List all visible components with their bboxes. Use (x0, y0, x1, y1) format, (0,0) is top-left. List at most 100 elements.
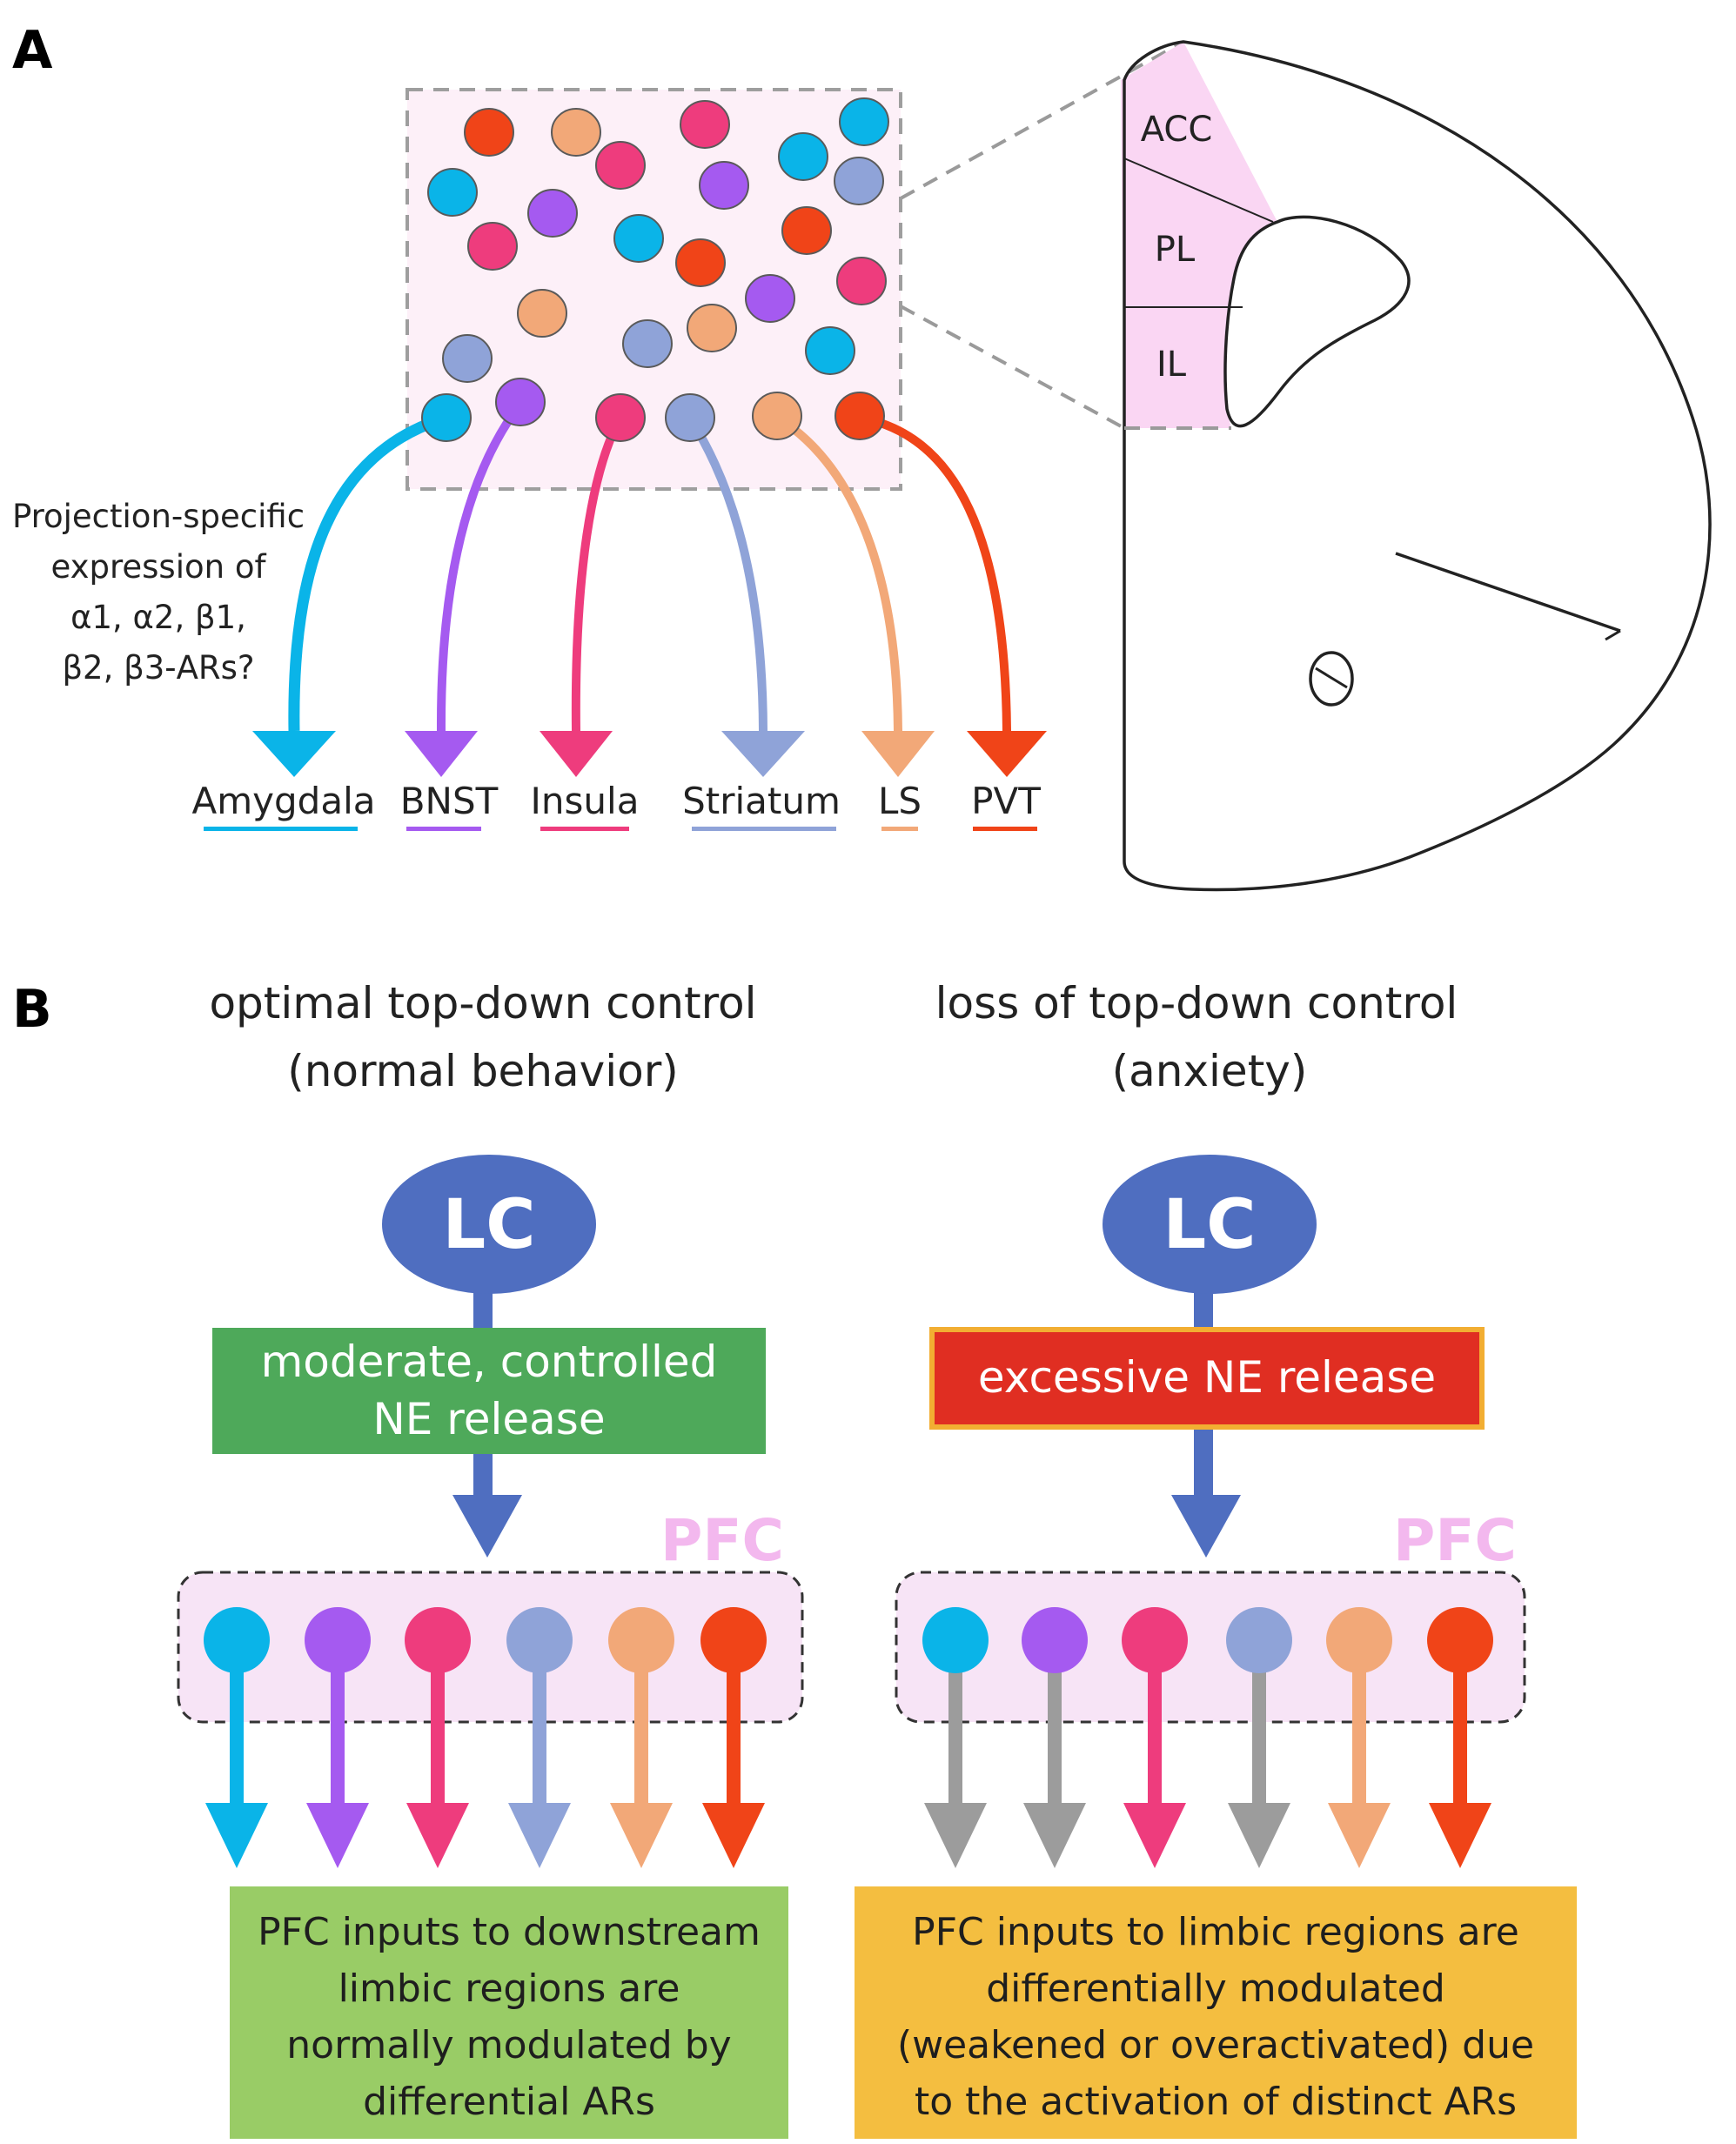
cc-line-2 (1605, 629, 1621, 641)
brain-section: ACC PL IL (1121, 40, 1712, 892)
normal-lc-node (382, 1155, 596, 1294)
target-label-striatum: Striatum (682, 780, 841, 822)
ventricle (1223, 215, 1411, 428)
region-label-acc: ACC (1141, 110, 1213, 150)
pfc-neuron-insula (405, 1607, 471, 1673)
projection-axon-insula (431, 1645, 445, 1806)
projection-axon-ls (1352, 1645, 1366, 1806)
projection-curve-insula (571, 415, 625, 732)
pfc-neuron-pvt (700, 1607, 767, 1673)
neuron (613, 214, 664, 263)
brain-outline (1123, 40, 1712, 892)
projection-arrowhead-ls (1328, 1803, 1391, 1868)
neuron (467, 222, 518, 271)
neuron-amygdala (421, 393, 472, 442)
normal-title-line-1: optimal top-down control (209, 978, 756, 1028)
neuron-striatum (665, 393, 715, 442)
pfc-neuron-pvt (1427, 1607, 1493, 1673)
target-label-insula: Insula (531, 780, 640, 822)
projection-curve-striatum (686, 415, 767, 732)
neuron (464, 108, 514, 157)
neuron (778, 132, 828, 181)
acc-pl-border (1123, 157, 1274, 223)
neuron-pvt (834, 392, 885, 440)
projection-axon-amygdala (948, 1645, 962, 1806)
projection-arrowhead-striatum (508, 1803, 571, 1868)
projection-axon-bnst (1048, 1645, 1062, 1806)
ar-question: Projection-specific expression of α1, α2… (12, 498, 305, 687)
normal-down-arrow-head (452, 1495, 522, 1558)
panel-b-letter: B (12, 979, 52, 1040)
neuron-insula (595, 393, 646, 442)
pfc-neuron-bnst (1022, 1607, 1088, 1673)
normal-title-line-2: (normal behavior) (287, 1046, 679, 1096)
normal-outcome-box (230, 1886, 788, 2139)
anterior-commissure (1309, 651, 1354, 707)
projection-axon-pvt (727, 1645, 741, 1806)
projection-axon-striatum (533, 1645, 546, 1806)
anxiety-down-arrow-head (1171, 1495, 1241, 1558)
projection-arrowhead-striatum (1228, 1803, 1290, 1868)
normal-neurons (204, 1607, 767, 1868)
neuron (687, 304, 737, 352)
neuron (699, 161, 749, 210)
projection-arrowhead-pvt (1429, 1803, 1491, 1868)
projection-axon-bnst (331, 1645, 345, 1806)
excessive-release-box (929, 1327, 1485, 1430)
projection-arrowhead-bnst (1023, 1803, 1086, 1868)
anxiety-outcome-line: to the activation of distinct ARs (915, 2080, 1517, 2124)
anxiety-title-line-2: (anxiety) (1112, 1046, 1308, 1096)
normal-outcome-line: PFC inputs to downstream (258, 1910, 761, 1954)
projection-axon-striatum (1252, 1645, 1266, 1806)
neuron (836, 257, 887, 305)
anxiety-pfc-label: PFC (1393, 1507, 1517, 1574)
target-label-amygdala: Amygdala (192, 780, 376, 822)
target-underline-amygdala (204, 827, 358, 831)
moderate-release-line-2: NE release (372, 1394, 605, 1444)
neuron (442, 334, 493, 383)
moderate-release-line-1: moderate, controlled (261, 1337, 718, 1387)
projection-arrowhead-insula (1123, 1803, 1186, 1868)
neuron (527, 189, 578, 238)
normal-down-arrow-shaft (473, 1454, 493, 1497)
anxiety-lc-node (1103, 1155, 1317, 1294)
target-underlines (204, 827, 1037, 831)
normal-outcome-line: limbic regions are (338, 1966, 680, 2011)
target-underline-bnst (406, 827, 481, 831)
neuron (839, 97, 889, 146)
pfc-neuron-bnst (305, 1607, 371, 1673)
anxiety-outcome-line: differentially modulated (986, 1966, 1445, 2011)
neuron (551, 108, 601, 157)
target-label-bnst: BNST (400, 780, 499, 822)
pfc-neuron-striatum (506, 1607, 573, 1673)
projection-curve-pvt (859, 413, 1011, 732)
neuron-ls (752, 392, 802, 440)
neuron (834, 157, 884, 205)
target-underline-pvt (973, 827, 1037, 831)
normal-outcome-line: normally modulated by (286, 2023, 731, 2067)
normal-lc-label: LC (443, 1186, 536, 1264)
normal-pfc-label: PFC (660, 1507, 784, 1574)
arrowhead-pvt (967, 731, 1047, 777)
projection-curve-amygdala (288, 412, 448, 732)
arrowhead-amygdala (252, 731, 336, 777)
neuron (427, 168, 478, 217)
anxiety-down-arrow-shaft (1194, 1430, 1213, 1497)
neuron (805, 326, 855, 375)
cc-line (1395, 552, 1621, 633)
pfc-neuron-ls (1326, 1607, 1392, 1673)
normal-outcome-line: differential ARs (363, 2080, 655, 2124)
target-underline-insula (540, 827, 629, 831)
anxiety-neurons (922, 1607, 1493, 1868)
neuron-bnst (495, 378, 546, 426)
anterior-commissure-mark (1315, 667, 1348, 689)
projection-axon-amygdala (230, 1645, 244, 1806)
neuron (595, 141, 646, 190)
anxiety-outcome-line: (weakened or overactivated) due (897, 2023, 1534, 2067)
projection-arrowhead-insula (406, 1803, 469, 1868)
anxiety-title-line-1: loss of top-down control (935, 978, 1458, 1028)
projection-curve-ls (774, 413, 902, 732)
zoom-line-top (900, 40, 1184, 200)
target-label-ls: LS (878, 780, 922, 822)
mpfc-shading (1121, 42, 1277, 428)
